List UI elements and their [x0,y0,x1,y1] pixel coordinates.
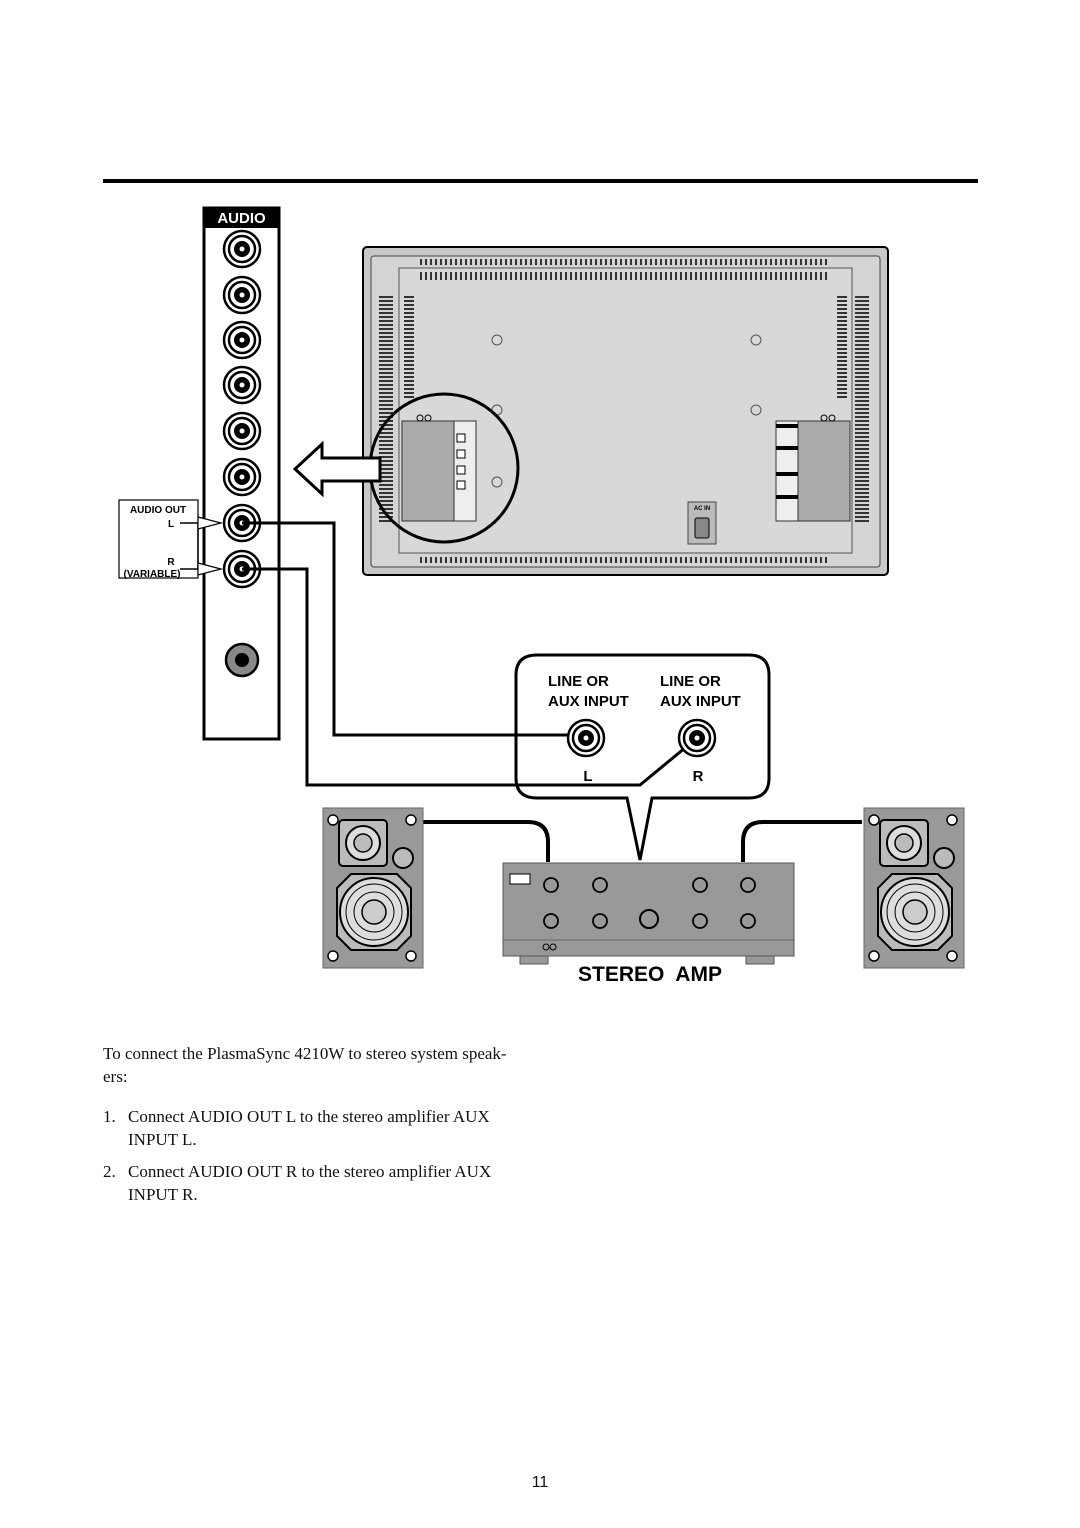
audio-jack-6 [222,457,262,497]
intro-paragraph: To connect the PlasmaSync 4210W to stere… [103,1044,507,1086]
amp-input-l-jack [566,718,606,758]
zoom-arrow [292,440,382,498]
audio-out-variable-label: (VARIABLE) [123,569,180,580]
step-text: Connect AUDIO OUT R to the stereo amplif… [128,1162,492,1204]
left-speaker [322,807,424,969]
amp-input-left-line2: AUX INPUT [548,693,629,710]
step-item: 2. Connect AUDIO OUT R to the stereo amp… [103,1160,523,1206]
right-speaker [863,807,965,969]
amp-input-l-label: L [583,768,592,785]
audio-jack-3 [222,320,262,360]
page-number: 11 [531,1474,549,1491]
step-number: 1. [103,1107,116,1126]
amp-input-callout: LINE OR AUX INPUT LINE OR AUX INPUT L R [514,653,771,861]
audio-out-l-label: L [168,519,174,530]
cable-audio-out-l [242,521,586,737]
audio-jack-2 [222,275,262,315]
audio-out-r-label: R [167,557,175,568]
audio-terminal-panel: AUDIO [202,206,281,741]
audio-panel-title: AUDIO [217,210,266,227]
stereo-amplifier [502,862,795,965]
audio-jack-1 [222,229,262,269]
plasma-monitor-rear: AC IN [362,246,889,576]
amp-input-right-line2: AUX INPUT [660,693,741,710]
connection-diagram: AUDIO AUDIO OUT L R (VARIABLE) [118,206,965,986]
step-text: Connect AUDIO OUT L to the stereo amplif… [128,1107,490,1149]
ac-in-label: AC IN [694,506,710,512]
speaker-wire-right [741,820,862,862]
audio-out-label: AUDIO OUT [130,505,186,516]
audio-jack-bottom [224,642,260,678]
amp-input-left-line1: LINE OR [548,673,609,690]
amp-input-r-label: R [693,768,704,785]
audio-jack-5 [222,411,262,451]
audio-out-label-box: AUDIO OUT L R (VARIABLE) [118,499,224,580]
amp-input-right-line1: LINE OR [660,673,721,690]
step-number: 2. [103,1162,116,1181]
step-item: 1. Connect AUDIO OUT L to the stereo amp… [103,1105,523,1151]
speaker-wire-left [422,820,550,862]
stereo-amp-label: STEREO AMP [578,963,722,986]
instruction-steps: 1. Connect AUDIO OUT L to the stereo amp… [103,1105,523,1215]
header-rule [103,179,978,183]
audio-jack-4 [222,365,262,405]
cable-audio-out-r [242,567,698,787]
amp-input-r-jack [677,718,717,758]
